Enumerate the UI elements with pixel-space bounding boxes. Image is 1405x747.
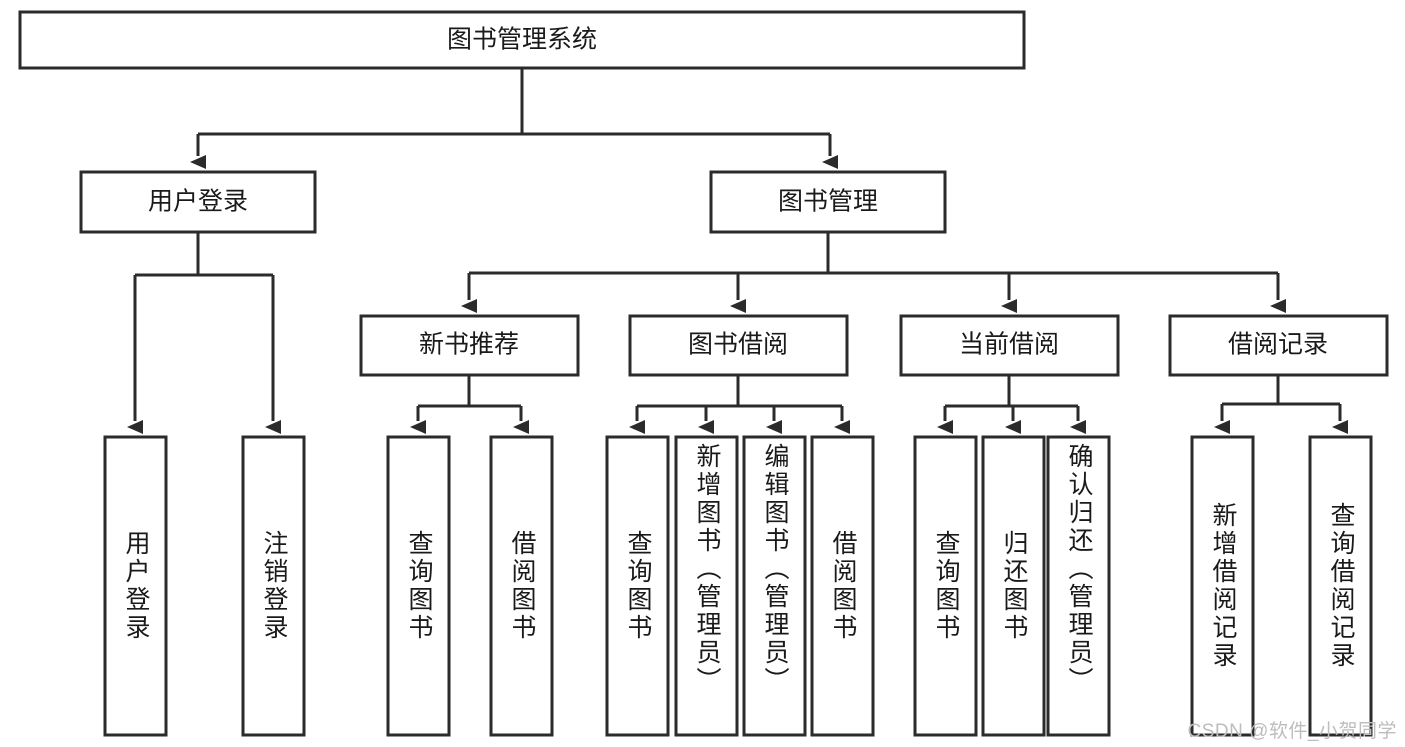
node-layer: 图书管理系统 用户登录 图书管理 新书推荐 图书借阅 当前借阅 借阅记录	[18, 10, 1389, 737]
node-label-borrow-record: 借阅记录	[1228, 331, 1328, 359]
connector-layer	[127, 68, 1348, 434]
node-box-leaf-user-login[interactable]	[103, 435, 168, 737]
node-box-leaf-borrow-book-2[interactable]	[810, 435, 875, 737]
node-box-root[interactable]	[18, 10, 1026, 70]
node-label-root: 图书管理系统	[447, 26, 597, 54]
node-box-leaf-query-book-2[interactable]	[605, 435, 670, 737]
node-box-book-manage[interactable]	[709, 170, 947, 234]
node-label-current-borrow: 当前借阅	[959, 331, 1059, 359]
node-box-leaf-add-book[interactable]	[674, 435, 739, 737]
node-box-new-book-recommend[interactable]	[359, 314, 580, 377]
node-box-leaf-query-book-3[interactable]	[913, 435, 978, 737]
node-box-leaf-borrow-book-1[interactable]	[489, 435, 554, 737]
node-box-leaf-query-book-1[interactable]	[386, 435, 451, 737]
node-box-leaf-edit-book[interactable]	[742, 435, 807, 737]
node-box-current-borrow[interactable]	[899, 314, 1120, 377]
watermark-text: CSDN @软件_小贺同学	[1187, 721, 1397, 742]
node-box-leaf-confirm-return[interactable]	[1046, 435, 1111, 737]
node-box-borrow-record[interactable]	[1168, 314, 1389, 377]
node-box-book-borrow[interactable]	[628, 314, 849, 377]
node-box-leaf-logout-login[interactable]	[241, 435, 306, 737]
node-box-user-login[interactable]	[79, 170, 317, 234]
node-box-leaf-return-book[interactable]	[981, 435, 1046, 737]
node-label-book-manage: 图书管理	[778, 188, 878, 216]
node-box-leaf-query-record[interactable]	[1308, 435, 1373, 737]
node-box-leaf-add-record[interactable]	[1190, 435, 1255, 737]
node-label-user-login: 用户登录	[148, 188, 248, 216]
node-label-book-borrow: 图书借阅	[688, 331, 788, 359]
node-label-new-book-recommend: 新书推荐	[419, 331, 519, 359]
